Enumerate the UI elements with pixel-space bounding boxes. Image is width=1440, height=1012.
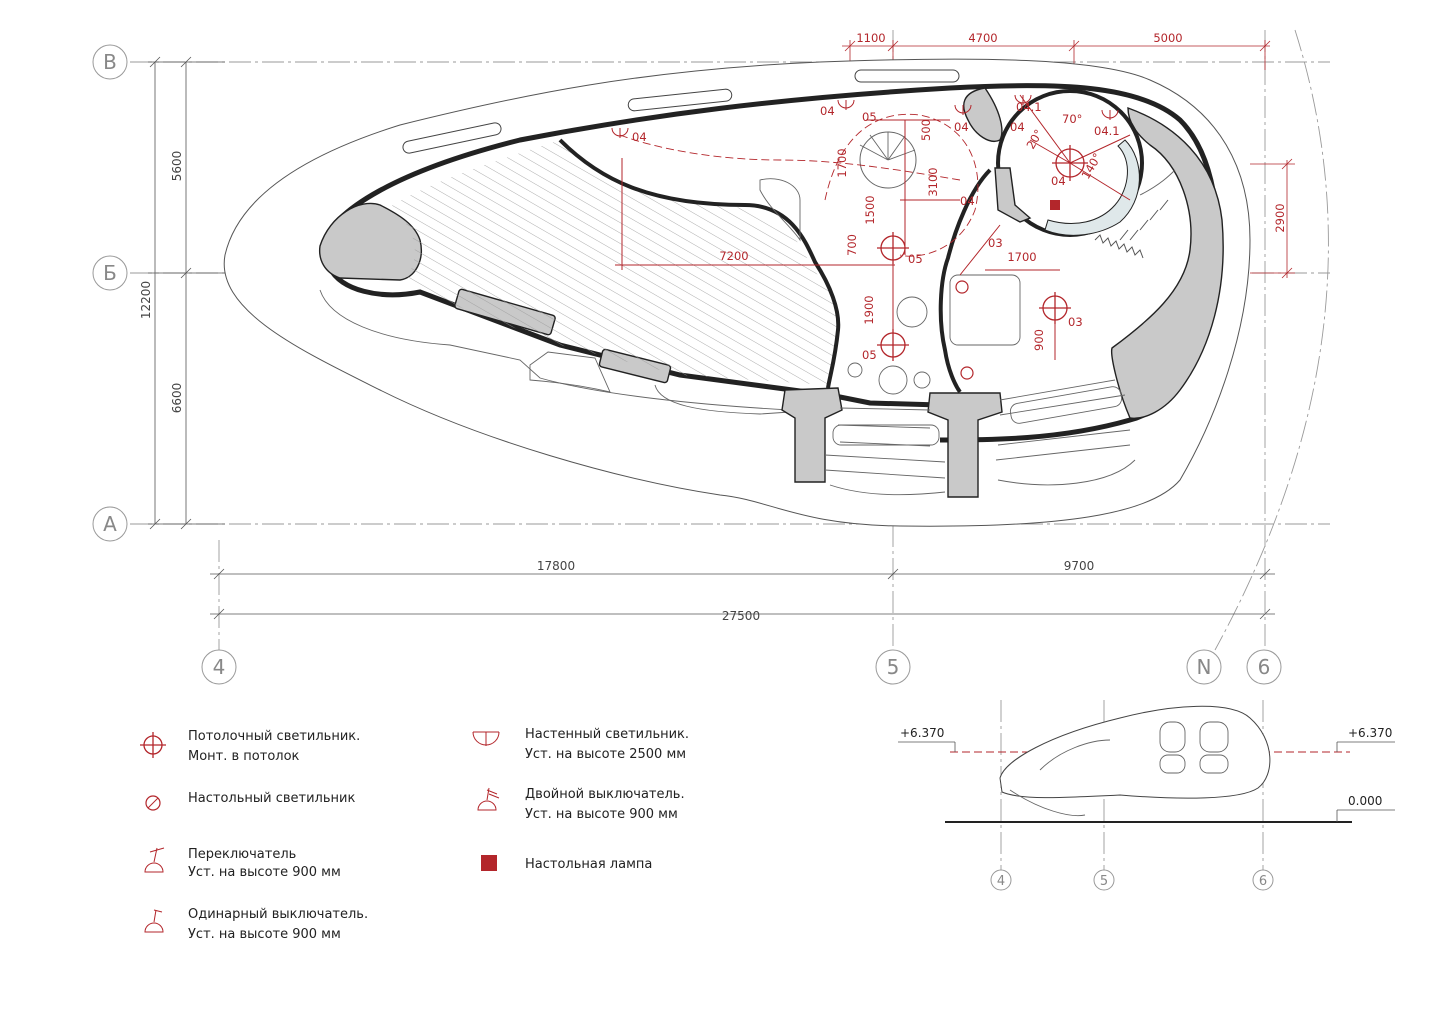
svg-text:Монт. в потолок: Монт. в потолок bbox=[188, 749, 300, 764]
legend-changeover-label: Переключатель bbox=[188, 847, 296, 862]
svg-text:04: 04 bbox=[632, 130, 647, 144]
svg-text:N: N bbox=[1197, 655, 1212, 679]
legend-double-switch-label: Двойной выключатель. bbox=[525, 787, 685, 802]
svg-text:0.000: 0.000 bbox=[1348, 794, 1382, 808]
svg-text:Уст. на высоте 2500 мм: Уст. на высоте 2500 мм bbox=[525, 747, 686, 762]
svg-text:04: 04 bbox=[820, 104, 835, 118]
svg-text:5600: 5600 bbox=[170, 151, 184, 182]
elevation-view: +6.370 +6.370 0.000 4 5 6 bbox=[898, 700, 1395, 891]
svg-text:Б: Б bbox=[103, 261, 117, 285]
ceiling-lamp-icon bbox=[1052, 145, 1088, 181]
svg-text:900: 900 bbox=[1032, 329, 1046, 351]
svg-text:5: 5 bbox=[887, 655, 900, 679]
table-lamp-icon bbox=[481, 855, 497, 871]
row-bubble-v: В bbox=[92, 44, 128, 80]
svg-text:6: 6 bbox=[1258, 655, 1271, 679]
svg-text:5000: 5000 bbox=[1153, 31, 1182, 45]
svg-text:4: 4 bbox=[997, 874, 1005, 889]
table-fixture-icon bbox=[960, 366, 974, 380]
svg-text:Уст. на высоте 900 мм: Уст. на высоте 900 мм bbox=[188, 865, 341, 880]
wall-lamp-icon bbox=[611, 127, 629, 138]
svg-text:04: 04 bbox=[1051, 174, 1066, 188]
wall-lamp-icon bbox=[472, 731, 500, 746]
svg-text:6600: 6600 bbox=[170, 383, 184, 414]
legend: Потолочный светильник. Монт. в потолок Н… bbox=[140, 727, 689, 942]
svg-text:А: А bbox=[103, 512, 117, 536]
svg-text:+6.370: +6.370 bbox=[900, 726, 944, 740]
svg-text:04.1: 04.1 bbox=[1094, 124, 1120, 138]
legend-single-switch-label: Одинарный выключатель. bbox=[188, 907, 368, 922]
svg-text:05: 05 bbox=[908, 252, 923, 266]
double-switch-icon bbox=[477, 787, 500, 811]
svg-text:6: 6 bbox=[1259, 874, 1267, 889]
table-fixture-icon bbox=[145, 795, 161, 811]
svg-text:1500: 1500 bbox=[863, 195, 877, 224]
svg-text:3100: 3100 bbox=[926, 167, 940, 196]
table-lamp-icon bbox=[1050, 200, 1060, 210]
svg-text:7200: 7200 bbox=[719, 249, 748, 263]
table-fixture-icon bbox=[955, 280, 969, 294]
row-bubble-b: Б bbox=[92, 255, 128, 291]
ceiling-lamp-icon bbox=[140, 732, 166, 758]
wall-lamp-icon bbox=[1101, 109, 1119, 120]
legend-table-lamp-label: Настольная лампа bbox=[525, 857, 652, 872]
wall-lamp-icon bbox=[954, 104, 972, 115]
legend-wall-lamp-label: Настенный светильник. bbox=[525, 727, 689, 742]
svg-text:500: 500 bbox=[919, 119, 933, 141]
svg-text:2900: 2900 bbox=[1273, 203, 1287, 232]
svg-text:04: 04 bbox=[960, 194, 975, 208]
svg-text:+6.370: +6.370 bbox=[1348, 726, 1392, 740]
bottom-dimensions: 17800 9700 27500 bbox=[210, 559, 1275, 623]
legend-ceiling-label: Потолочный светильник. bbox=[188, 729, 360, 744]
svg-text:1700: 1700 bbox=[835, 148, 849, 177]
svg-text:12200: 12200 bbox=[139, 281, 153, 319]
lighting-layer: 04 05 04 04 04.1 04 04.1 04 04 03 05 05 … bbox=[611, 94, 1131, 380]
svg-text:В: В bbox=[103, 50, 117, 74]
svg-text:05: 05 bbox=[862, 110, 877, 124]
svg-text:03: 03 bbox=[1068, 315, 1083, 329]
ceiling-lamp-icon bbox=[877, 232, 909, 264]
row-bubble-a: А bbox=[92, 506, 128, 542]
ceiling-lamp-icon bbox=[1039, 292, 1071, 324]
ceiling-lamp-icon bbox=[877, 329, 909, 361]
column-bubble-4: 4 bbox=[201, 649, 237, 685]
svg-text:05: 05 bbox=[862, 348, 877, 362]
svg-text:04.1: 04.1 bbox=[1016, 100, 1042, 114]
wall-lamp-icon bbox=[1014, 94, 1032, 105]
svg-text:1100: 1100 bbox=[856, 31, 885, 45]
svg-text:4700: 4700 bbox=[968, 31, 997, 45]
top-dimensions: 1100 4700 5000 bbox=[842, 31, 1271, 70]
svg-text:5: 5 bbox=[1100, 874, 1108, 889]
svg-text:700: 700 bbox=[845, 234, 859, 256]
right-dimension: 2900 bbox=[1250, 158, 1295, 279]
wall-lamp-icon bbox=[837, 99, 855, 110]
left-dimensions: 12200 5600 6600 bbox=[139, 56, 225, 530]
svg-text:1900: 1900 bbox=[862, 295, 876, 324]
svg-text:4: 4 bbox=[213, 655, 226, 679]
svg-text:17800: 17800 bbox=[537, 559, 575, 573]
changeover-switch-icon bbox=[144, 847, 165, 873]
svg-text:04: 04 bbox=[954, 120, 969, 134]
north-bubble: N bbox=[1186, 649, 1222, 685]
svg-text:04: 04 bbox=[1010, 120, 1025, 134]
svg-text:1700: 1700 bbox=[1007, 250, 1036, 264]
svg-text:27500: 27500 bbox=[722, 609, 760, 623]
svg-text:70°: 70° bbox=[1062, 112, 1082, 126]
building-plan bbox=[223, 58, 1251, 527]
column-bubble-5: 5 bbox=[875, 649, 911, 685]
svg-text:Уст. на высоте 900 мм: Уст. на высоте 900 мм bbox=[525, 807, 678, 822]
column-bubble-6: 6 bbox=[1246, 649, 1282, 685]
svg-text:Уст. на высоте 900 мм: Уст. на высоте 900 мм bbox=[188, 927, 341, 942]
legend-table-fixture-label: Настольный светильник bbox=[188, 791, 355, 806]
svg-text:9700: 9700 bbox=[1064, 559, 1095, 573]
single-switch-icon bbox=[144, 909, 164, 933]
svg-text:03: 03 bbox=[988, 236, 1003, 250]
